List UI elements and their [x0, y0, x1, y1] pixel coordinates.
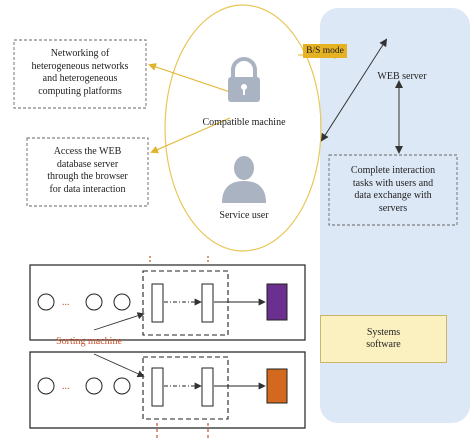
text-line: Networking of [50, 48, 110, 59]
systems-software-box: Systems software [320, 315, 447, 363]
sorter-slot [201, 367, 214, 407]
sorting-machine-label: Sorting machine [56, 336, 122, 347]
sorting-arrow-down [93, 353, 145, 378]
access-text: Access the WEB database server through t… [27, 146, 148, 196]
ellipsis-bottom: ... [62, 381, 70, 392]
sorter-slot [151, 283, 164, 323]
text-line: for data interaction [49, 183, 126, 195]
sorter-slot [151, 367, 164, 407]
text-line: servers [378, 202, 408, 214]
access-box [26, 137, 149, 207]
ellipsis-top: ... [62, 297, 70, 308]
text-line: data exchange with [354, 190, 432, 201]
item-circle [113, 377, 131, 395]
lock-icon [228, 57, 260, 102]
sorting-unit-top [142, 270, 229, 336]
interaction-text: Complete interaction tasks with users an… [329, 165, 457, 215]
text-line: tasks with users and [352, 177, 434, 189]
arrow-to-access [150, 117, 231, 154]
sorting-lane-top [29, 264, 306, 341]
web-server-label: WEB server [377, 71, 427, 82]
sorting-arrow-up [93, 312, 145, 331]
item-circle [37, 377, 55, 395]
bs-mode-double-arrow [320, 38, 388, 142]
text-line: heterogeneous networks [31, 60, 129, 72]
interaction-box [328, 154, 458, 226]
output-bin-purple [266, 283, 288, 321]
service-user-label: Service user [219, 210, 269, 221]
text-line: Complete interaction [350, 165, 436, 176]
text-line: through the browser [47, 171, 128, 182]
bs-mode-badge: B/S mode [303, 44, 347, 58]
item-circle [85, 377, 103, 395]
networking-text: Networking of heterogeneous networks and… [14, 48, 146, 98]
item-circle [85, 293, 103, 311]
compatible-machine-label: Compatible machine [202, 117, 286, 128]
user-icon [222, 156, 266, 203]
item-circle [113, 293, 131, 311]
networking-box [13, 39, 147, 109]
sorter-slot [201, 283, 214, 323]
text-line: computing platforms [38, 85, 122, 97]
text-line: Systems [366, 327, 401, 338]
item-circle [37, 293, 55, 311]
sorting-lane-bottom [29, 351, 306, 429]
sorting-unit-bottom [142, 356, 229, 420]
output-bin-orange [266, 368, 288, 404]
text-line: database server [56, 158, 119, 170]
text-line: software [366, 339, 401, 350]
text-line: and heterogeneous [42, 73, 118, 84]
arrow-to-networking [148, 63, 231, 93]
text-line: Access the WEB [53, 146, 122, 157]
